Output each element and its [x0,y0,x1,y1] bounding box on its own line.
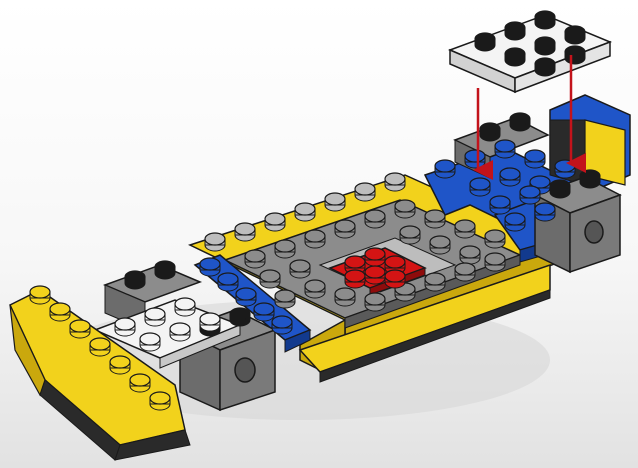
stud-gray-plate [400,226,420,244]
stud-blue-right [495,140,515,158]
stud-gray-plate [485,230,505,248]
stud-technic-front [230,308,250,326]
stud-blue-right [525,150,545,168]
stud-blue-left [272,316,292,334]
stud-gray-plate [365,210,385,228]
stud-yellow-plate [355,183,375,201]
stud-technic-rear [550,180,570,198]
stud-yellow-nose [70,320,90,338]
stud-yellow-nose [110,356,130,374]
stud-yellow-nose [130,374,150,392]
stud-gray-plate [430,236,450,254]
stud-yellow-plate [325,193,345,211]
stud-blue-right [505,213,525,231]
stud-gray-plate [335,288,355,306]
stud-white-front [140,333,160,351]
stud-blue-right [435,160,455,178]
stud-white-plate [535,37,555,55]
stud-blue-left [218,273,238,291]
stud-red-tile [365,248,385,266]
stud-white-plate [475,33,495,51]
stud-gray-plate [245,250,265,268]
stud-gray-plate [335,220,355,238]
stud-white-front [200,313,220,331]
stud-gray-plate [290,260,310,278]
stud-gray-plate [305,280,325,298]
stud-gray-plate [275,240,295,258]
stud-blue-right [490,196,510,214]
stud-blue-right [500,168,520,186]
stud-gray-plate [395,200,415,218]
stud-white-plate [535,11,555,29]
stud-yellow-nose [50,303,70,321]
stud-technic-top [480,123,500,141]
stud-red-tile [385,270,405,288]
stud-white-plate [505,22,525,40]
stud-blue-left [236,288,256,306]
stud-gray-front-left [155,261,175,279]
stud-white-plate [565,46,585,64]
stud-yellow-nose [150,392,170,410]
stud-white-front [145,308,165,326]
stud-red-tile [345,270,365,288]
stud-yellow-plate [205,233,225,251]
stud-gray-plate [460,246,480,264]
stud-white-front [115,318,135,336]
stud-blue-right [535,203,555,221]
stud-gray-plate [365,293,385,311]
stud-white-plate [505,48,525,66]
stud-blue-right [520,186,540,204]
stud-blue-left [200,258,220,276]
stud-gray-plate [305,230,325,248]
stud-white-plate [565,26,585,44]
stud-gray-plate [425,273,445,291]
stud-gray-plate [275,290,295,308]
stud-white-front [170,323,190,341]
stud-gray-plate [455,220,475,238]
stud-yellow-plate [235,223,255,241]
stud-blue-right [470,178,490,196]
stud-yellow-plate [295,203,315,221]
stud-white-front [175,298,195,316]
stud-blue-left [254,303,274,321]
stud-gray-plate [425,210,445,228]
stud-gray-plate [485,253,505,271]
stud-yellow-nose [90,338,110,356]
stud-gray-front-left [125,271,145,289]
stud-technic-rear [580,170,600,188]
stud-technic-top [510,113,530,131]
stud-yellow-plate [265,213,285,231]
stud-gray-plate [260,270,280,288]
stud-white-plate [535,58,555,76]
stud-gray-plate [455,263,475,281]
stud-yellow-plate [385,173,405,191]
stud-yellow-nose [30,286,50,304]
stud-red-tile [365,266,385,284]
stud-blue-right [465,150,485,168]
